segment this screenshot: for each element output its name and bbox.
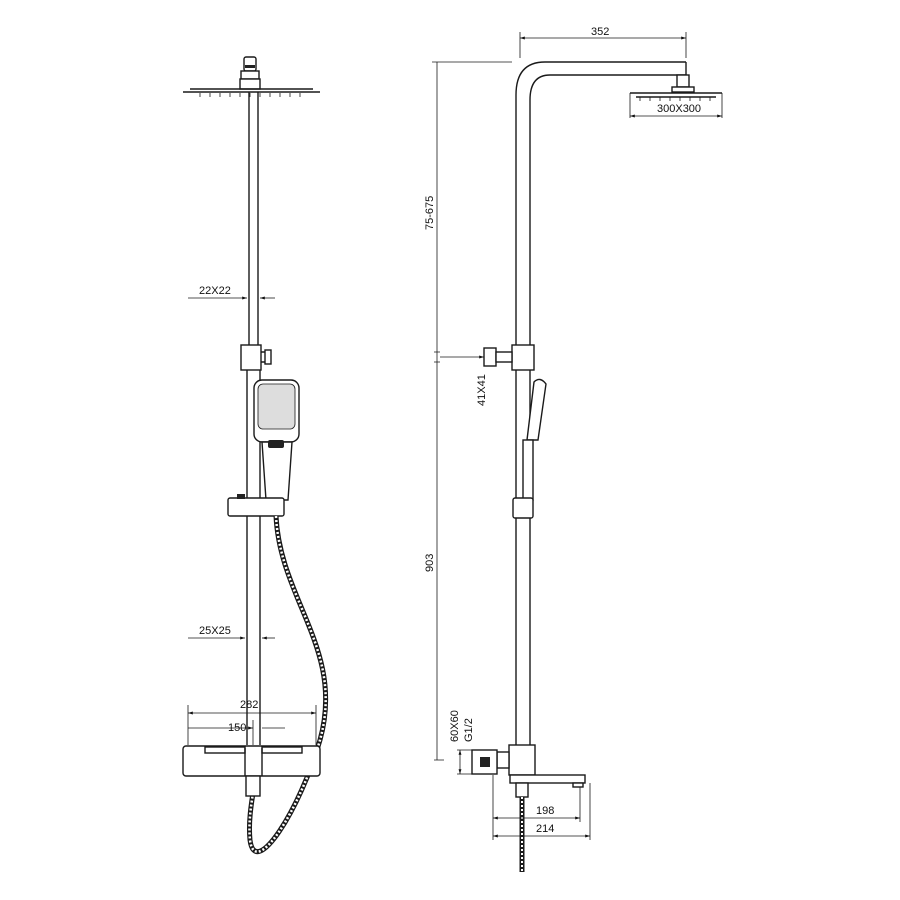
lower-height-label: 903: [424, 554, 436, 572]
head-size-label: 300X300: [657, 103, 701, 115]
arm-length-label: 352: [591, 26, 609, 38]
bar-lower-label: 25X25: [199, 625, 231, 637]
diverter-connector: [240, 344, 272, 371]
slide-holder: [227, 494, 285, 517]
hose: [247, 515, 329, 855]
spout-total-label: 214: [536, 823, 554, 835]
spout-reach-label: 198: [536, 805, 554, 817]
bracket-label: 60X60: [449, 710, 461, 742]
side-hand-shower: [522, 378, 547, 501]
side-dimensions: 352 75-675 903 41X41 60X60 G1/2 198 214: [424, 26, 687, 840]
front-dimensions: 22X22 25X25 282 150: [187, 285, 317, 745]
thermostat-mixer: [182, 745, 321, 797]
connector-label: 41X41: [476, 374, 488, 406]
shower-arm-and-rail: [515, 61, 687, 745]
thread-label: G1/2: [463, 718, 475, 742]
inlet-spacing-label: 150: [228, 722, 246, 734]
side-slide-holder: [512, 497, 534, 519]
mixer-width-label: 282: [240, 699, 258, 711]
side-mixer: [471, 744, 586, 872]
side-connector: [483, 344, 535, 371]
side-view: 300X300 352: [424, 26, 723, 872]
bar-upper-label: 22X22: [199, 285, 231, 297]
rain-shower-head: [183, 56, 320, 97]
height-adjust-label: 75-675: [424, 196, 436, 230]
hand-shower: [253, 379, 300, 501]
side-rain-head: 300X300: [629, 74, 723, 118]
upper-rail: [248, 92, 259, 345]
front-view: 22X22 25X25 282 150: [182, 56, 329, 855]
